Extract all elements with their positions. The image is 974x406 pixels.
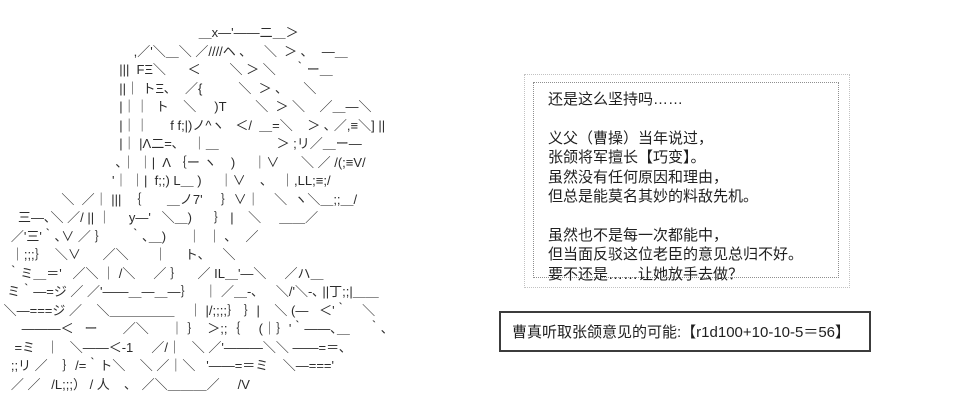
ascii-art-character: ＿x—'——二＿＞ ,／'＼＿＼ ／////ヘ ､ ＼ ＞ ､ —＿ ||| F…	[3, 25, 388, 392]
speech-bubble-outer-border	[524, 74, 850, 288]
dice-roll-text: 曹真听取张颌意见的可能:【r1d100+10-10-5＝56】	[512, 324, 851, 341]
dialogue-text: 还是这么坚持吗…… 义父（曹操）当年说过， 张颌将军擅长【巧变】。 虽然没有任何…	[548, 91, 804, 283]
dice-roll-box: 曹真听取张颌意见的可能:【r1d100+10-10-5＝56】	[499, 311, 871, 352]
speech-bubble: 还是这么坚持吗…… 义父（曹操）当年说过， 张颌将军擅长【巧变】。 虽然没有任何…	[533, 82, 839, 283]
